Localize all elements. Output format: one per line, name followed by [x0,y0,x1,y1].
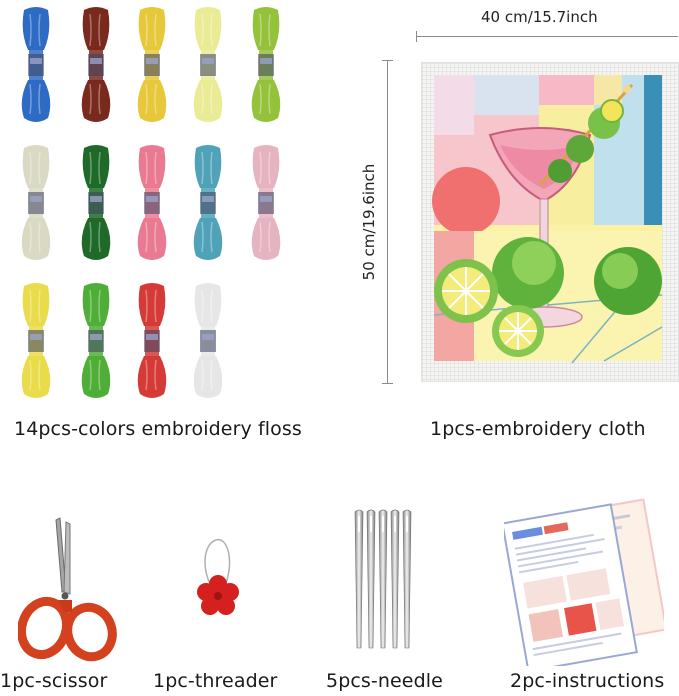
cloth-height-tick-top [382,60,393,61]
cloth-height-label: 50 cm/19.6inch [360,163,378,281]
cloth-caption: 1pcs-embroidery cloth [430,418,646,440]
floss-skein [21,7,51,122]
floss-skein [81,145,111,260]
floss-skein [81,7,111,122]
floss-skein [137,7,167,122]
scissor-image [18,517,117,662]
cocktail-pattern-image [432,75,663,364]
floss-skein [251,7,281,122]
cloth-width-tick-left [416,31,417,42]
floss-skein [137,145,167,260]
floss-skein [193,7,223,122]
needle-caption: 5pcs-needle [326,670,443,692]
scissor-caption: 1pc-scissor [0,670,108,692]
needles-image [354,509,412,649]
threader-caption: 1pc-threader [153,670,278,692]
floss-skein [81,283,111,398]
floss-skein [193,145,223,260]
instructions-caption: 2pc-instructions [510,670,665,692]
threader-image [197,539,239,615]
floss-skein [21,145,51,260]
floss-skein [193,283,223,398]
cloth-width-line [416,36,678,37]
floss-skein [251,145,281,260]
instructions-image [504,498,664,666]
embroidery-cloth [421,62,679,382]
floss-skein [137,283,167,398]
floss-caption: 14pcs-colors embroidery floss [14,418,302,440]
cloth-height-line [387,60,388,384]
floss-skein [21,283,51,398]
cloth-height-tick-bottom [382,383,393,384]
cloth-width-label: 40 cm/15.7inch [481,8,598,26]
